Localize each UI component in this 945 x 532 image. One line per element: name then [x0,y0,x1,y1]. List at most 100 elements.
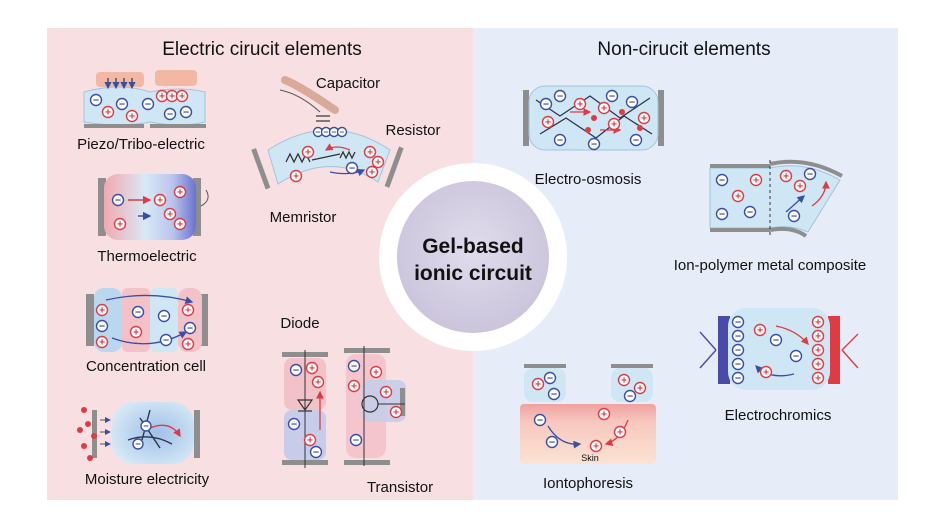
minus-glyph: − [627,391,633,402]
minus-glyph: − [353,435,359,446]
cation-icon [113,217,127,231]
plus-glyph: + [167,209,173,220]
plus-glyph: + [577,99,583,110]
plus-glyph: + [159,91,165,102]
plus-glyph: + [815,359,821,370]
anion-icon [95,319,109,333]
anion-icon [140,420,152,432]
anion-icon [605,89,619,103]
plus-glyph: + [611,119,617,130]
cation-icon [101,105,115,119]
plus-glyph: + [393,407,399,418]
minus-glyph: − [293,365,299,376]
cation-icon [637,111,651,125]
cation-icon [753,323,767,337]
ion-dot-icon [77,427,83,433]
minus-glyph: − [793,351,799,362]
plus-glyph: + [763,367,769,378]
minus-glyph: − [719,175,725,186]
cation-icon [379,385,393,399]
minus-glyph: − [183,107,189,118]
thermoelectric-illustration [98,174,209,240]
minus-glyph: − [99,321,105,332]
anion-icon [625,95,639,109]
plus-glyph: + [99,337,105,348]
cation-icon [305,361,319,375]
cation-icon [811,329,825,343]
transistor-illustration [344,346,406,466]
plus-glyph: + [621,375,627,386]
plus-glyph: + [375,157,381,168]
label-iontophoresis: Iontophoresis [543,475,633,492]
cation-icon [749,173,763,187]
anion-icon [345,161,359,175]
anion-icon [545,435,559,449]
minus-glyph: − [629,97,635,108]
anion-icon [731,315,745,329]
cation-icon [597,407,611,421]
cation-icon [181,337,195,351]
label-capacitor: Capacitor [316,75,380,92]
minus-glyph: − [735,331,741,342]
plus-glyph: + [185,339,191,350]
anion-icon [731,357,745,371]
minus-glyph: − [313,447,319,458]
plus-glyph: + [105,107,111,118]
cation-icon [175,89,189,103]
plus-glyph: + [179,91,185,102]
concentration-cell-illustration [86,288,208,352]
anion-icon [743,205,757,219]
minus-glyph: − [543,99,549,110]
minus-glyph: − [735,317,741,328]
minus-glyph: − [633,135,639,146]
ion-dot-icon [81,443,87,449]
minus-glyph: − [93,95,99,106]
plus-glyph: + [535,379,541,390]
minus-glyph: − [609,91,615,102]
anion-icon [715,173,729,187]
cation-icon [153,193,167,207]
minus-glyph: − [119,99,125,110]
ion-dot-icon [619,109,625,115]
minus-glyph: − [291,419,297,430]
plus-glyph: + [367,147,373,158]
anion-icon [803,167,817,181]
cation-icon [589,439,603,453]
minus-glyph: − [143,421,149,432]
cation-icon [811,371,825,385]
cation-icon [389,405,403,419]
thermoelectric-ions: −+++++ [111,185,187,231]
cation-icon [95,335,109,349]
anion-icon [336,126,348,138]
anion-icon [623,389,637,403]
label-transistor: Transistor [367,479,433,496]
ipmc-ions: −+−−+++−− [715,167,817,222]
anion-icon [159,333,173,347]
cation-icon [617,373,631,387]
cation-icon [531,377,545,391]
cation-icon [779,169,793,183]
label-moisture-electricity: Moisture electricity [85,471,210,488]
cation-icon [811,357,825,371]
minus-glyph: − [340,127,345,137]
plus-glyph: + [593,441,599,452]
anion-icon [115,97,129,111]
anion-icon [715,207,729,221]
cation-icon [347,379,361,393]
anion-icon [769,333,783,347]
cation-icon [731,189,745,203]
cation-icon [371,155,385,169]
anion-icon [349,433,363,447]
plus-glyph: + [351,381,357,392]
plus-glyph: + [641,113,647,124]
anion-icon [731,329,745,343]
minus-glyph: − [547,373,553,384]
cation-icon [597,101,611,115]
anion-icon [163,107,177,121]
plus-glyph: + [797,181,803,192]
plus-glyph: + [305,147,311,158]
plus-glyph: + [601,409,607,420]
minus-glyph: − [135,307,141,318]
anion-icon [287,417,301,431]
center-disk [397,181,549,333]
